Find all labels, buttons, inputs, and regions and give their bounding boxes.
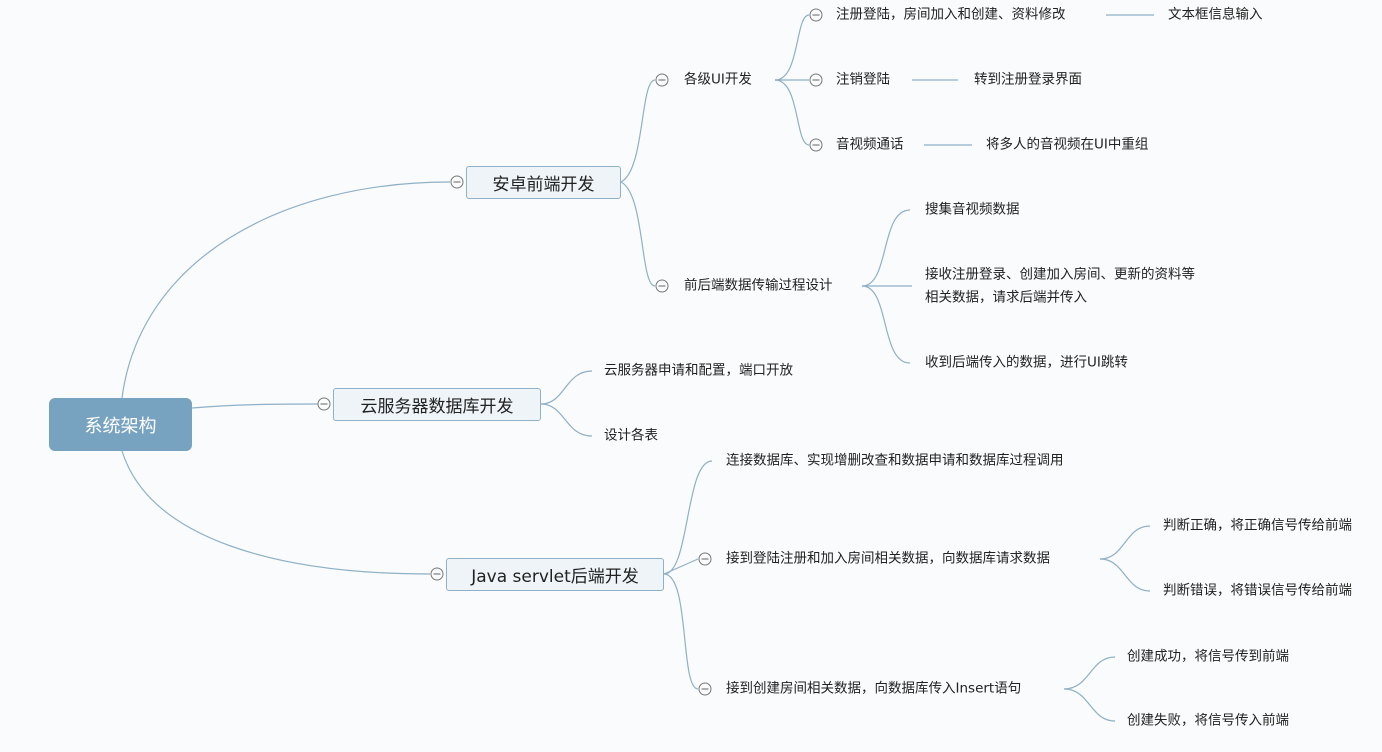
collapse-icon[interactable] <box>809 138 823 152</box>
node-item[interactable]: 创建成功，将信号传到前端 <box>1127 648 1289 665</box>
root-node[interactable]: 系统架构 <box>49 398 192 451</box>
node-login-data[interactable]: 接到登陆注册和加入房间相关数据，向数据库请求数据 <box>726 550 1050 567</box>
node-leaf[interactable]: 文本框信息输入 <box>1168 6 1263 23</box>
node-item[interactable]: 接收注册登录、创建加入房间、更新的资料等 <box>925 266 1195 283</box>
node-item[interactable]: 收到后端传入的数据，进行UI跳转 <box>925 354 1128 371</box>
node-logout[interactable]: 注销登陆 <box>836 71 890 88</box>
node-leaf[interactable]: 转到注册登录界面 <box>974 71 1082 88</box>
node-data-transfer[interactable]: 前后端数据传输过程设计 <box>684 277 833 294</box>
node-item[interactable]: 判断正确，将正确信号传给前端 <box>1163 517 1352 534</box>
node-leaf[interactable]: 将多人的音视频在UI中重组 <box>986 136 1149 153</box>
node-item[interactable]: 创建失败，将信号传入前端 <box>1127 712 1289 729</box>
node-create-room[interactable]: 接到创建房间相关数据，向数据库传入Insert语句 <box>726 680 1022 697</box>
collapse-icon[interactable] <box>317 397 331 411</box>
node-item[interactable]: 设计各表 <box>604 427 658 444</box>
node-item[interactable]: 搜集音视频数据 <box>925 201 1020 218</box>
collapse-icon[interactable] <box>698 552 712 566</box>
collapse-icon[interactable] <box>430 567 444 581</box>
node-register-login[interactable]: 注册登陆，房间加入和创建、资料修改 <box>836 6 1066 23</box>
collapse-icon[interactable] <box>809 8 823 22</box>
collapse-icon[interactable] <box>809 73 823 87</box>
collapse-icon[interactable] <box>655 73 669 87</box>
collapse-icon[interactable] <box>655 279 669 293</box>
node-av-call[interactable]: 音视频通话 <box>836 136 904 153</box>
collapse-icon[interactable] <box>698 682 712 696</box>
collapse-icon[interactable] <box>450 175 464 189</box>
node-java-backend[interactable]: Java servlet后端开发 <box>446 558 664 591</box>
node-item[interactable]: 云服务器申请和配置，端口开放 <box>604 362 793 379</box>
node-item-line2[interactable]: 相关数据，请求后端并传入 <box>925 289 1087 306</box>
node-item[interactable]: 判断错误，将错误信号传给前端 <box>1163 582 1352 599</box>
node-ui-dev[interactable]: 各级UI开发 <box>684 71 752 88</box>
node-item[interactable]: 连接数据库、实现增删改查和数据申请和数据库过程调用 <box>726 452 1064 469</box>
node-android-frontend[interactable]: 安卓前端开发 <box>466 166 621 199</box>
node-cloud-database[interactable]: 云服务器数据库开发 <box>333 388 541 421</box>
